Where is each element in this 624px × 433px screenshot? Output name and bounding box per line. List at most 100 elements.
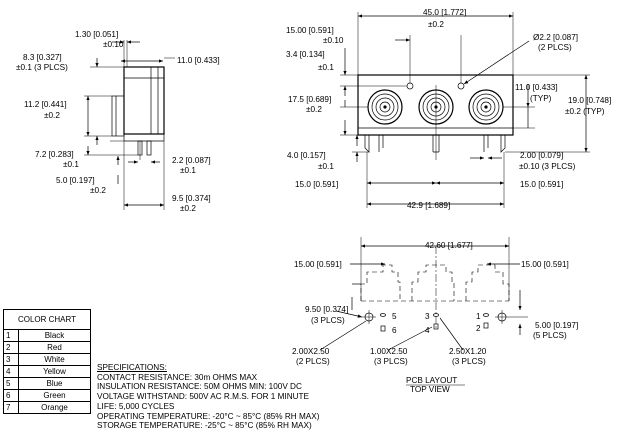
side-dim-height-tol: ±0.2 bbox=[44, 111, 60, 120]
pcb-pad-dim-1: 2.00X2.50 bbox=[292, 347, 330, 356]
jack-right bbox=[468, 89, 504, 125]
pin-label-1: 1 bbox=[476, 312, 481, 321]
color-number: 2 bbox=[3, 341, 19, 354]
color-name: Orange bbox=[18, 401, 91, 414]
pin-label-2: 2 bbox=[476, 324, 481, 333]
front-dim-hole-dia: Ø2.2 [0.087] bbox=[533, 33, 578, 42]
front-dim-pin-width-tol: ±0.10 (3 PLCS) bbox=[519, 162, 576, 171]
color-name: Black bbox=[18, 329, 91, 342]
pin-label-4: 4 bbox=[425, 326, 430, 335]
color-number: 1 bbox=[3, 329, 19, 342]
side-dim-pin-width: 2.2 [0.087] bbox=[172, 156, 211, 165]
front-dim-top-offset: 3.4 [0.134] bbox=[286, 50, 325, 59]
spec-line: STORAGE TEMPERATURE: -25°C ~ 85°C (85% R… bbox=[97, 421, 312, 431]
pcb-dim-edge: 9.50 [0.374] bbox=[305, 305, 348, 314]
front-dim-overall-width: 45.0 [1.772] bbox=[423, 8, 466, 17]
side-dim-pin-spacing: 8.3 [0.327] bbox=[23, 53, 62, 62]
side-dim-base-width: 9.5 [0.374] bbox=[172, 194, 211, 203]
color-name: Blue bbox=[18, 377, 91, 390]
front-dim-hole-dia-note: (2 PLCS) bbox=[538, 43, 572, 52]
pcb-dim-right-offset-note: (5 PLCS) bbox=[533, 331, 567, 340]
front-dim-total-height-tol: ±0.2 (TYP) bbox=[565, 107, 605, 116]
pcb-outline bbox=[360, 246, 510, 330]
front-dim-overall-width-tol: ±0.2 bbox=[428, 20, 444, 29]
side-view-dimensions bbox=[84, 40, 175, 210]
side-dim-pin-length: 5.0 [0.197] bbox=[56, 176, 95, 185]
color-number: 5 bbox=[3, 377, 19, 390]
front-dim-center-right: 11.0 [0.433] bbox=[515, 83, 558, 92]
pcb-dim-pitch-left: 15.00 [0.591] bbox=[294, 260, 342, 269]
color-number: 6 bbox=[3, 389, 19, 402]
side-dim-top-width: 1.30 [0.051] bbox=[75, 30, 118, 39]
pcb-dim-edge-note: (3 PLCS) bbox=[311, 316, 345, 325]
front-view-body bbox=[357, 74, 514, 160]
color-chart-title: COLOR CHART bbox=[3, 309, 91, 330]
pcb-pad-dim-2-note: (3 PLCS) bbox=[374, 357, 408, 366]
pcb-layout-subtitle: TOP VIEW bbox=[410, 385, 450, 394]
color-number: 4 bbox=[3, 365, 19, 378]
pcb-dim-right-offset: 5.00 [0.197] bbox=[535, 321, 578, 330]
jack-left bbox=[367, 89, 403, 125]
spec-line: VOLTAGE WITHSTAND: 500V AC R.M.S. FOR 1 … bbox=[97, 392, 309, 402]
side-dim-lower-height: 7.2 [0.283] bbox=[35, 150, 74, 159]
pcb-pad-dim-1-note: (2 PLCS) bbox=[296, 357, 330, 366]
pcb-pad-dim-3-note: (3 PLCS) bbox=[452, 357, 486, 366]
color-name: Green bbox=[18, 389, 91, 402]
side-dim-pin-width-tol: ±0.1 bbox=[180, 166, 196, 175]
front-view-dimensions bbox=[340, 12, 590, 208]
pcb-dim-overall: 42.60 [1.677] bbox=[425, 241, 473, 250]
front-dim-pitch-right: 15.0 [0.591] bbox=[520, 180, 563, 189]
spec-line: INSULATION RESISTANCE: 50M OHMS MIN: 100… bbox=[97, 382, 302, 392]
color-name: Yellow bbox=[18, 365, 91, 378]
color-name: Red bbox=[18, 341, 91, 354]
side-view: 1.30 [0.051] ±0.10 8.3 [0.327] ±0.1 (3 P… bbox=[16, 30, 220, 213]
color-number: 7 bbox=[3, 401, 19, 414]
spec-line: CONTACT RESISTANCE: 30m OHMS MAX bbox=[97, 372, 258, 382]
pcb-dim-pitch-right: 15.00 [0.591] bbox=[521, 260, 569, 269]
front-dim-center-height-tol: ±0.2 bbox=[306, 105, 322, 114]
front-dim-pin-width: 2.00 [0.079] bbox=[520, 151, 563, 160]
spec-line: LIFE: 5,000 CYCLES bbox=[97, 401, 175, 411]
side-dim-body-depth: 11.0 [0.433] bbox=[177, 56, 220, 65]
spec-line: OPERATING TEMPERATURE: -20°C ~ 85°C (85%… bbox=[97, 411, 320, 421]
side-dim-height: 11.2 [0.441] bbox=[24, 100, 67, 109]
side-dim-pin-length-tol: ±0.2 bbox=[90, 186, 106, 195]
front-view: 45.0 [1.772] ±0.2 15.00 [0.591] ±0.10 3.… bbox=[286, 8, 611, 210]
side-dim-base-width-tol: ±0.2 bbox=[180, 204, 196, 213]
front-dim-total-height: 19.0 [0.748] bbox=[568, 96, 611, 105]
pcb-layout: 5 6 3 4 1 2 42.60 [1.677] 15.00 [0.591] … bbox=[292, 237, 578, 394]
color-name: White bbox=[18, 353, 91, 366]
pcb-layout-title: PCB LAYOUT bbox=[406, 376, 457, 385]
specifications-block: SPECIFICATIONS: CONTACT RESISTANCE: 30m … bbox=[97, 363, 319, 431]
front-dim-center-height: 17.5 [0.689] bbox=[288, 95, 331, 104]
front-dim-jack-pitch-tol: ±0.10 bbox=[323, 36, 344, 45]
front-dim-pin-length-tol: ±0.1 bbox=[318, 162, 334, 171]
front-dim-jack-pitch: 15.00 [0.591] bbox=[286, 26, 334, 35]
front-dim-pitch-left: 15.0 [0.591] bbox=[295, 180, 338, 189]
pcb-pad-dim-3: 2.50X1.20 bbox=[449, 347, 487, 356]
pcb-pads bbox=[362, 310, 509, 332]
side-dim-pin-spacing-tol: ±0.1 (3 PLCS) bbox=[16, 63, 68, 72]
pin-label-3: 3 bbox=[425, 312, 430, 321]
front-dim-base-width: 42.9 [1.689] bbox=[407, 201, 450, 210]
side-view-body bbox=[111, 66, 165, 160]
specifications-title: SPECIFICATIONS: bbox=[97, 363, 167, 372]
pin-label-5: 5 bbox=[392, 312, 397, 321]
color-number: 3 bbox=[3, 353, 19, 366]
pcb-dimensions bbox=[319, 237, 528, 351]
front-dim-pin-length: 4.0 [0.157] bbox=[287, 151, 326, 160]
front-dim-center-right-note: (TYP) bbox=[530, 94, 552, 103]
side-dim-top-width-tol: ±0.10 bbox=[103, 40, 124, 49]
pcb-pad-dim-2: 1.00X2.50 bbox=[370, 347, 408, 356]
pin-label-6: 6 bbox=[392, 326, 397, 335]
front-dim-top-offset-tol: ±0.1 bbox=[318, 63, 334, 72]
